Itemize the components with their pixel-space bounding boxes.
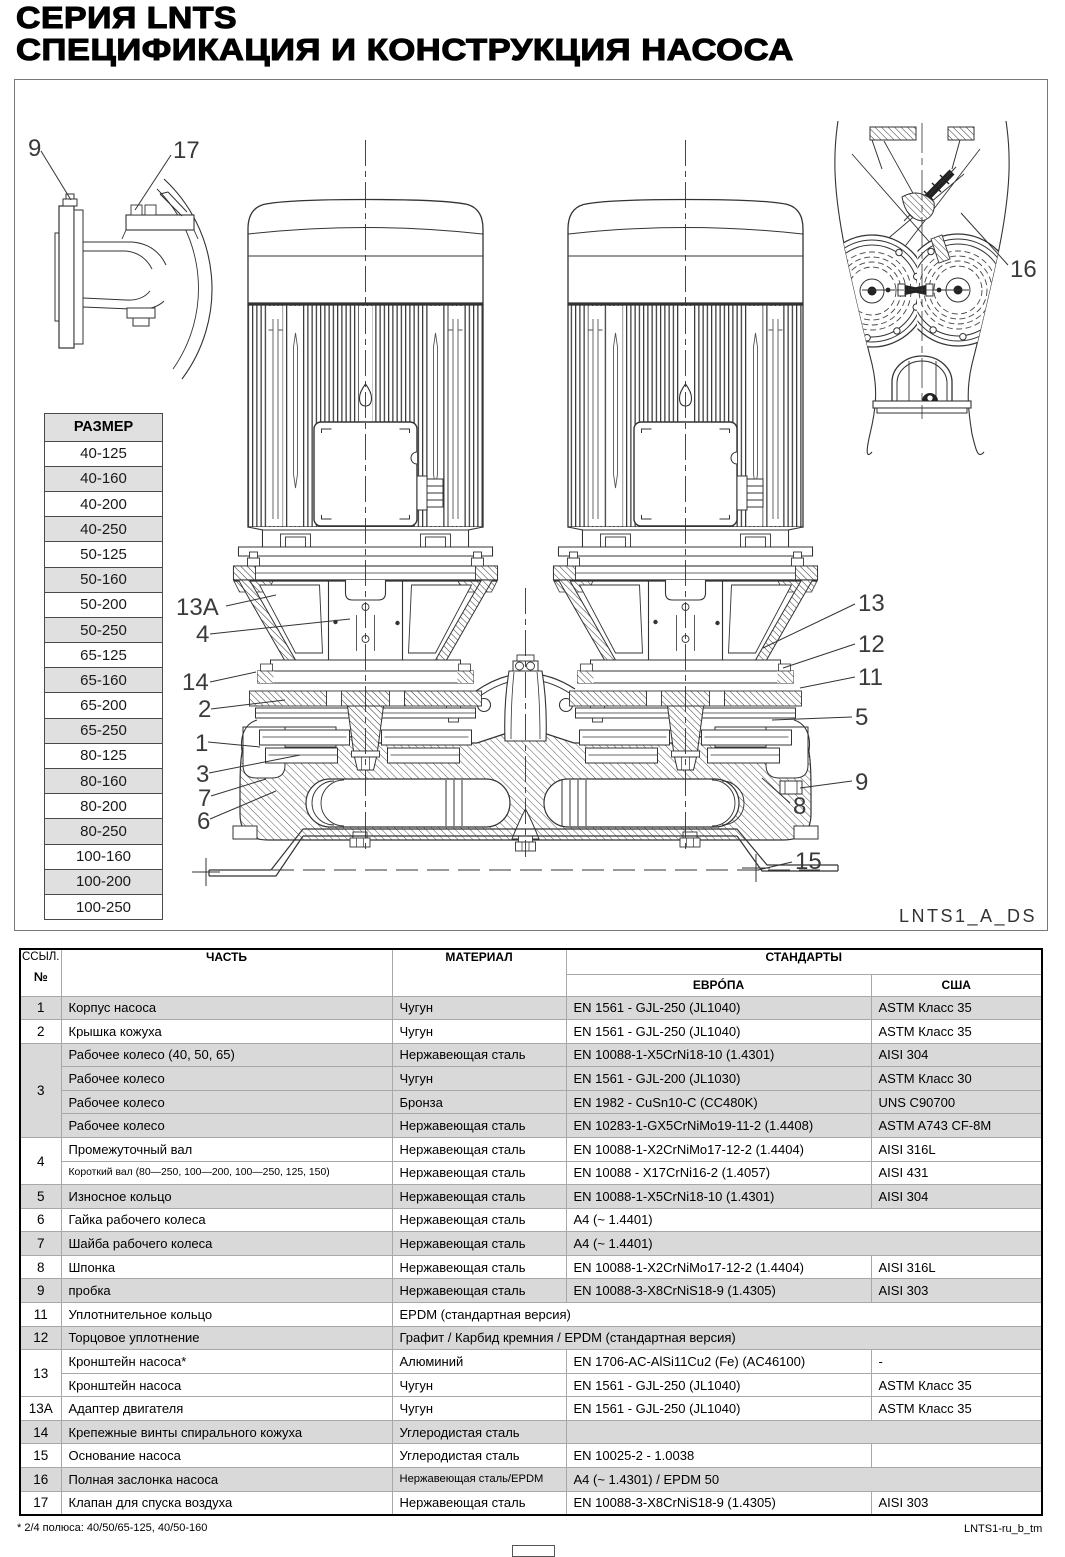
svg-text:3: 3 bbox=[196, 761, 209, 788]
svg-text:13A: 13A bbox=[176, 594, 219, 621]
svg-text:4: 4 bbox=[196, 621, 209, 648]
svg-text:1: 1 bbox=[195, 730, 208, 757]
svg-text:9: 9 bbox=[28, 135, 41, 162]
svg-text:2: 2 bbox=[198, 696, 211, 723]
svg-text:5: 5 bbox=[855, 704, 868, 731]
svg-text:13: 13 bbox=[858, 590, 885, 617]
svg-text:12: 12 bbox=[858, 631, 885, 658]
svg-text:17: 17 bbox=[173, 137, 200, 164]
svg-text:16: 16 bbox=[1010, 256, 1037, 283]
svg-text:14: 14 bbox=[182, 669, 209, 696]
svg-text:9: 9 bbox=[855, 769, 868, 796]
svg-text:15: 15 bbox=[795, 848, 822, 875]
svg-text:LNTS1_A_DS: LNTS1_A_DS bbox=[899, 906, 1037, 927]
svg-text:6: 6 bbox=[197, 808, 210, 835]
svg-text:8: 8 bbox=[793, 793, 806, 820]
svg-text:7: 7 bbox=[198, 785, 211, 812]
svg-text:11: 11 bbox=[858, 664, 883, 691]
